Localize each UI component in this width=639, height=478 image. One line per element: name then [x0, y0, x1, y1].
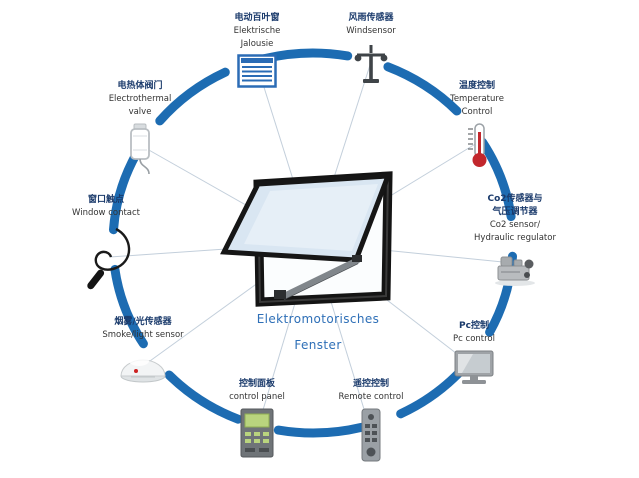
center-title-line1: Elektromotorisches — [256, 312, 380, 326]
node-label-en: Window contact — [71, 208, 141, 218]
monitor-icon — [454, 350, 494, 384]
node-label-en: Remote control — [338, 392, 404, 402]
node-co2-regulator: Co2传感器与 气压调节器 Co2 sensor/ Hydraulic regu… — [455, 193, 575, 288]
node-remote-control: 遥控控制 Remote control — [321, 378, 421, 463]
node-label-en: Jalousie — [240, 39, 274, 49]
node-window-contact: 窗口触点 Window contact — [56, 194, 156, 293]
node-label-en: Windsensor — [346, 26, 396, 36]
node-smoke-light-sensor: 烟雾/光传感器 Smoke/light sensor — [88, 316, 198, 385]
node-label-zh: Pc控制 — [459, 321, 489, 331]
regulator-icon — [495, 256, 535, 286]
node-label-zh: 温度控制 — [458, 81, 495, 91]
node-windsensor: 风雨传感器 Windsensor — [321, 12, 421, 85]
node-label-en: valve — [128, 107, 152, 117]
node-label-en: Smoke/light sensor — [102, 330, 184, 340]
node-label-zh: 电动百叶窗 — [234, 13, 280, 23]
node-label-zh: 风雨传感器 — [348, 13, 394, 23]
window-illustration — [220, 171, 393, 307]
thermometer-icon — [468, 123, 487, 167]
node-label-zh: 遥控控制 — [352, 379, 389, 389]
node-label-zh: Co2传感器与 — [487, 194, 543, 204]
node-label-en: control panel — [229, 392, 285, 402]
node-label-en: Pc control — [453, 334, 495, 344]
node-label-zh: 气压调节器 — [492, 207, 538, 217]
node-label-en: Co2 sensor/ — [489, 220, 541, 230]
node-temperature-control: 温度控制 Temperature Control — [427, 80, 527, 168]
node-label-en: Temperature — [450, 94, 504, 104]
node-label-zh: 烟雾/光传感器 — [114, 317, 172, 327]
blinds-icon — [237, 54, 277, 88]
node-label-zh: 窗口触点 — [87, 195, 124, 205]
node-label-en: Electrothermal — [108, 94, 172, 104]
node-elektrische-jalousie: 电动百叶窗 Elektrische Jalousie — [207, 12, 307, 88]
valve-icon — [130, 123, 150, 175]
node-label-en: Control — [461, 107, 493, 117]
remote-icon — [361, 408, 381, 462]
center-title-line2: Fenster — [294, 338, 342, 352]
node-pc-control: Pc控制 Pc control — [424, 320, 524, 387]
window-contact-icon — [87, 227, 131, 290]
anemometer-icon — [354, 45, 388, 83]
node-label-zh: 控制面板 — [238, 379, 275, 389]
smoke-detector-icon — [120, 356, 166, 383]
node-control-panel: 控制面板 control panel — [207, 378, 307, 459]
node-label-en: Hydraulic regulator — [474, 233, 556, 243]
node-label-zh: 电热体阀门 — [117, 81, 163, 91]
node-label-en: Elektrische — [233, 26, 281, 36]
control-panel-icon — [240, 408, 274, 458]
node-electrothermal-valve: 电热体阀门 Electrothermal valve — [90, 80, 190, 176]
